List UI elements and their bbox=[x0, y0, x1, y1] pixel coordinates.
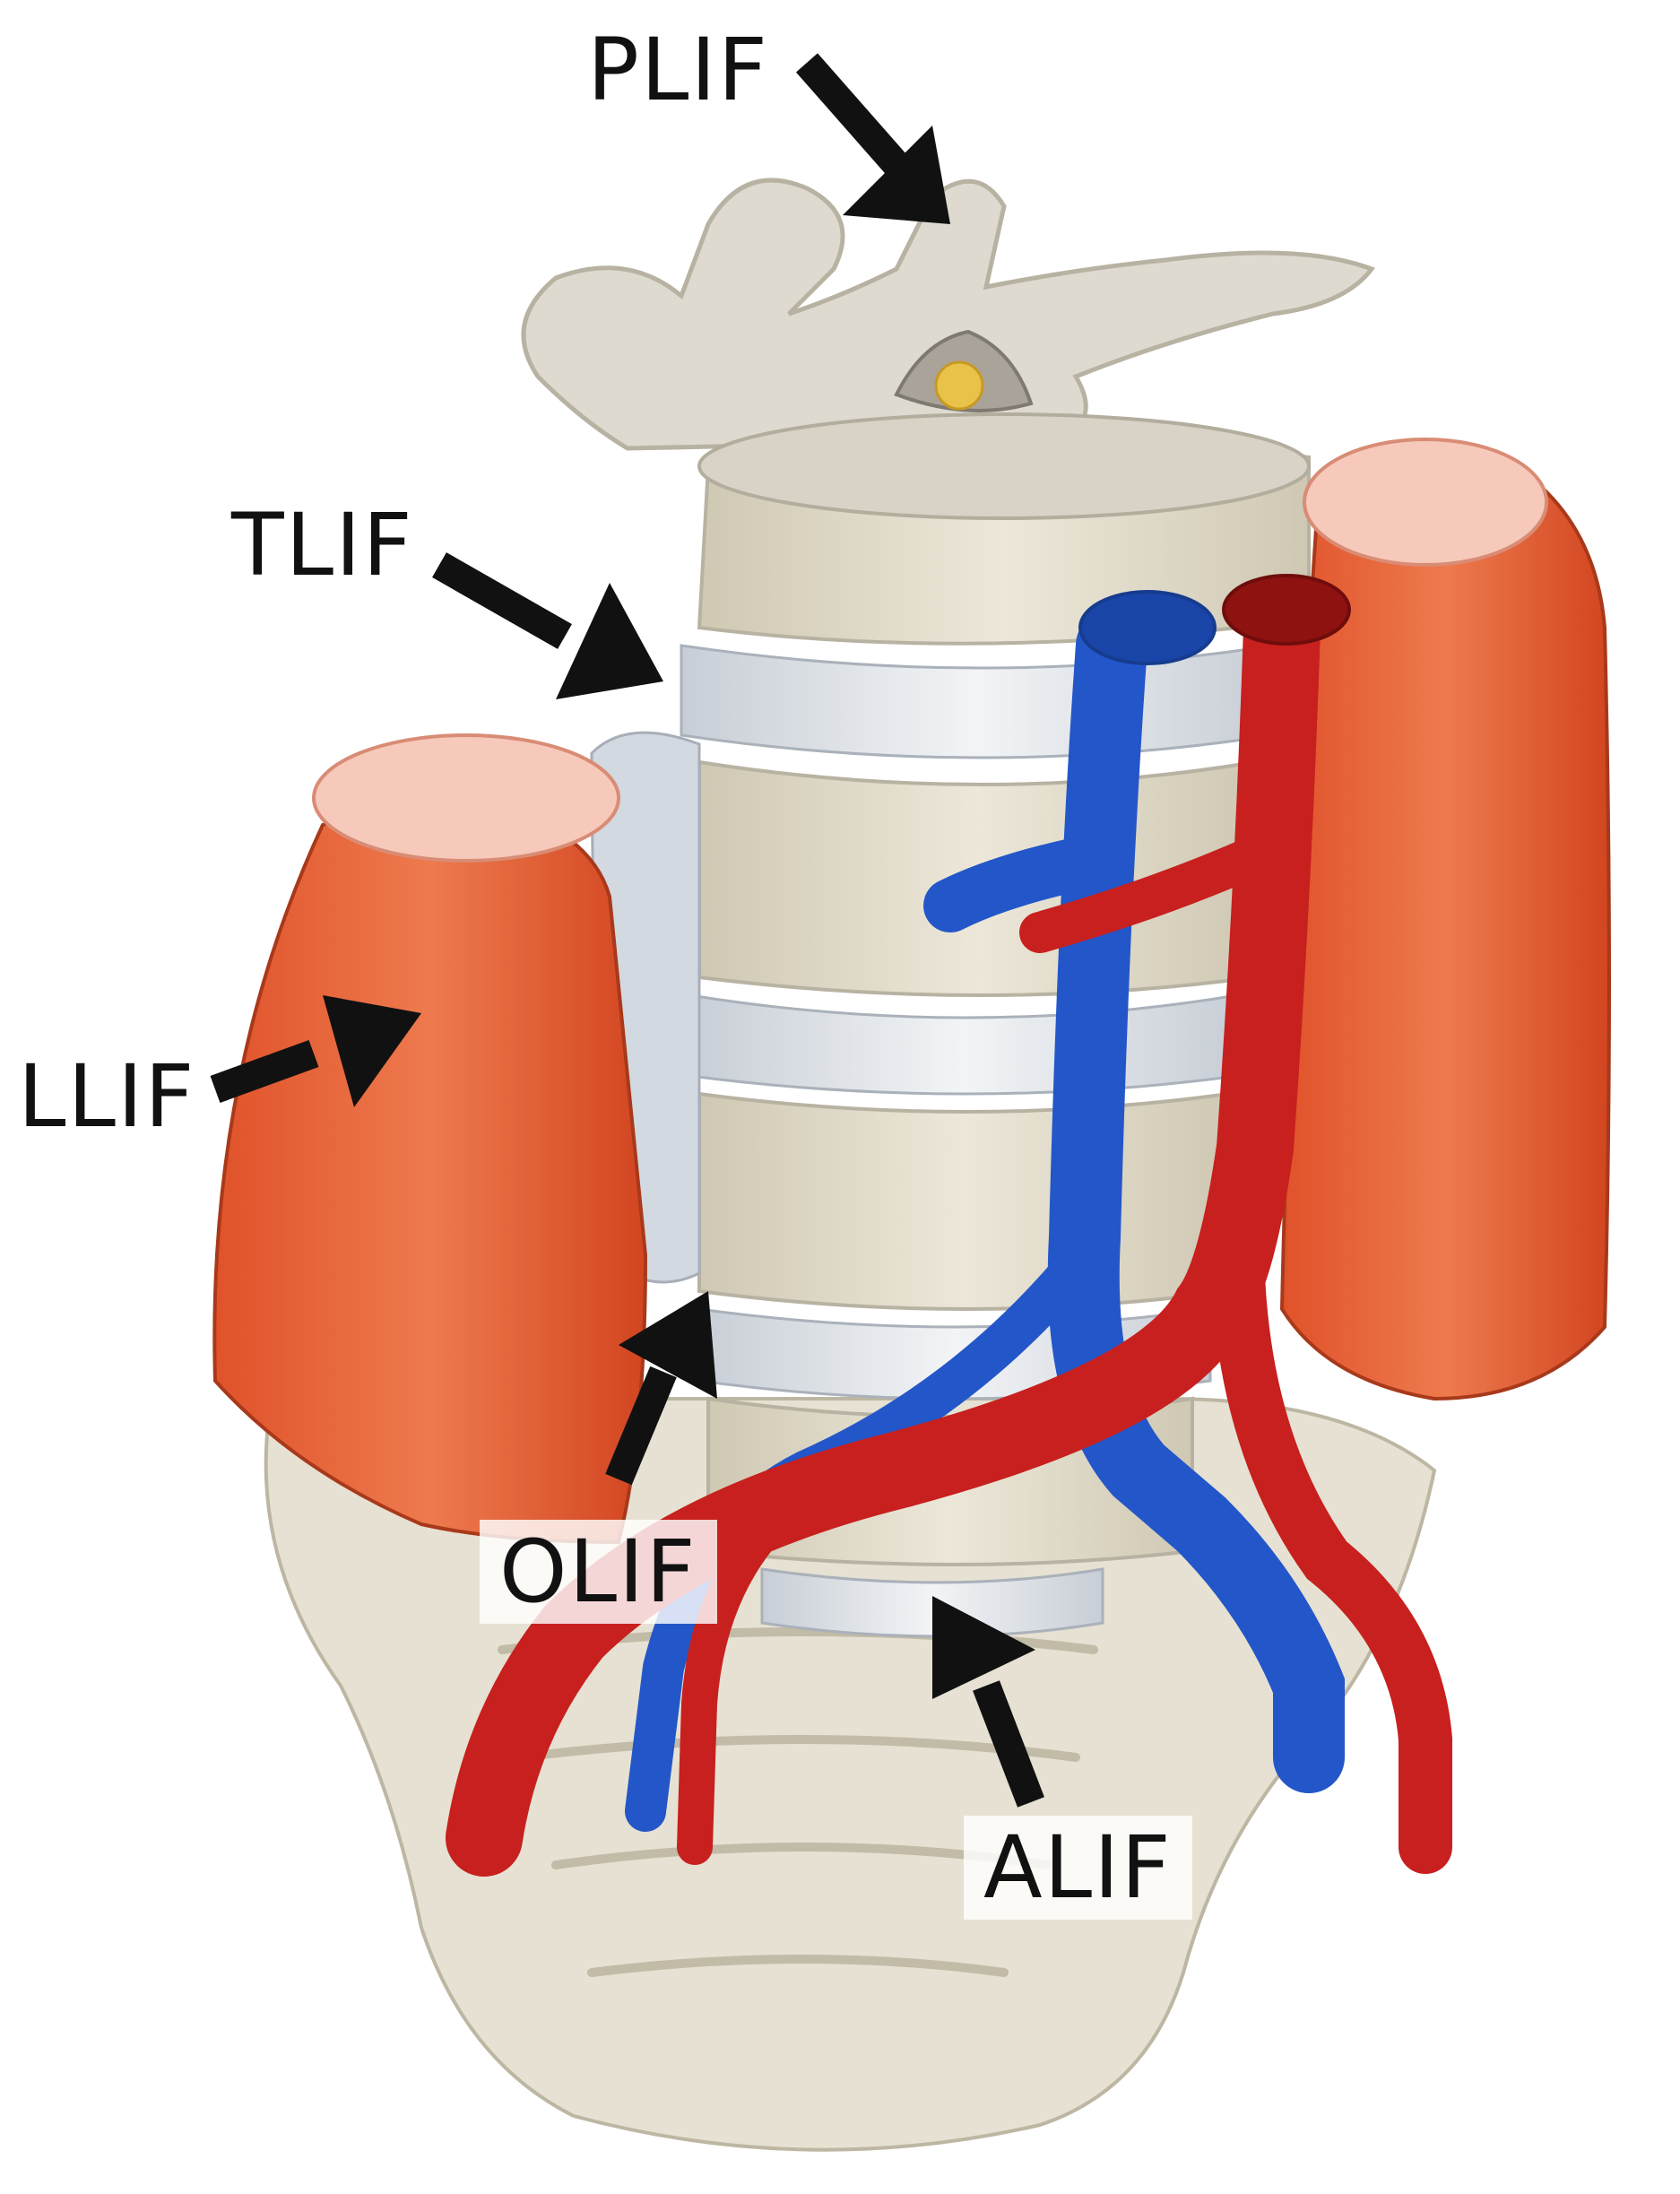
left-psoas-muscle bbox=[212, 799, 648, 1545]
aorta bbox=[446, 589, 1321, 1877]
plif-label: PLIF bbox=[587, 20, 769, 120]
vertebral-endplate bbox=[697, 412, 1311, 520]
sacrum-ridges bbox=[498, 1627, 1098, 1977]
left-psoas-cut-surface bbox=[312, 733, 620, 863]
right-psoas-cut-surface bbox=[1303, 438, 1548, 567]
vena-cava-lumen bbox=[1078, 590, 1217, 665]
llif-arrow bbox=[210, 995, 421, 1107]
alif-arrow bbox=[932, 1596, 1044, 1808]
olif-arrow bbox=[605, 1291, 717, 1486]
intervertebral-disc-1 bbox=[680, 644, 1275, 759]
vertebral-body-3 bbox=[697, 1091, 1230, 1311]
right-iliac-artery bbox=[1210, 1210, 1452, 1874]
tlif-arrow bbox=[432, 552, 663, 699]
left-iliac-artery-branch bbox=[677, 1488, 807, 1865]
intervertebral-disc-2 bbox=[688, 993, 1239, 1096]
vertebra-top-posterior-elements bbox=[521, 178, 1376, 451]
renal-artery bbox=[1019, 831, 1285, 953]
tlif-label: TLIF bbox=[231, 495, 414, 595]
plif-arrow bbox=[795, 53, 950, 224]
olif-label: OLIF bbox=[480, 1520, 717, 1624]
alif-label: ALIF bbox=[964, 1816, 1192, 1920]
spinal-cord bbox=[934, 360, 984, 411]
llif-label: LLIF bbox=[18, 1046, 196, 1147]
aorta-lumen bbox=[1222, 574, 1351, 646]
left-renal-vein bbox=[923, 834, 1121, 932]
